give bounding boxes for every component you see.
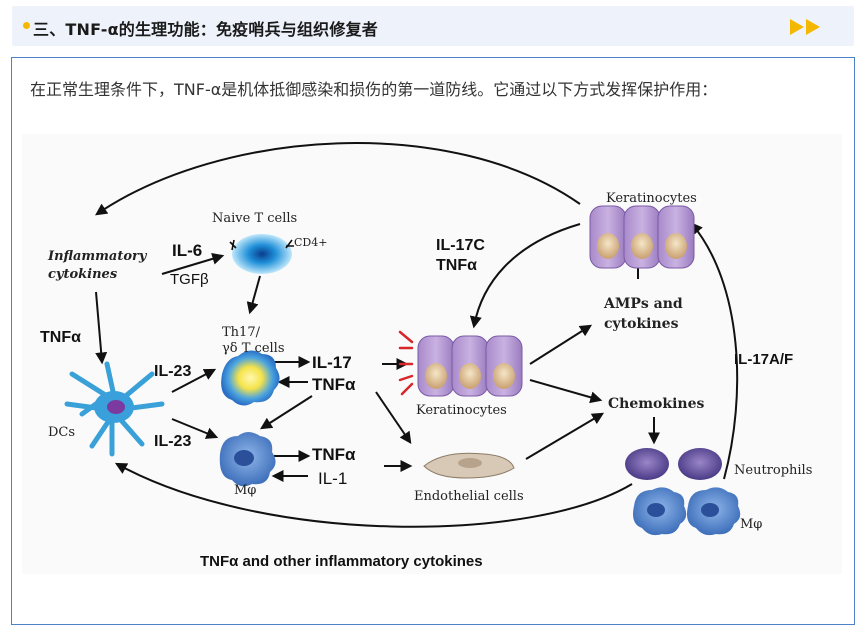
tnf-pathway-diagram: Naive T cells CD4+ Inflammatory cytokine… — [22, 134, 842, 574]
feedback-arrow-top — [95, 142, 581, 216]
tnfa-low-label: TNFα — [312, 445, 356, 464]
il17af-arrow — [690, 222, 739, 480]
dcs-label: DCs — [48, 425, 75, 440]
bullet-dot-icon — [23, 22, 30, 29]
endothelial-cell — [423, 452, 515, 479]
tnfa-left-label: TNFα — [40, 329, 81, 346]
th17-label-1: Th17/ — [222, 325, 261, 340]
il17-label: IL-17 — [312, 353, 352, 372]
il6-label: IL-6 — [172, 241, 202, 260]
neutrophils-label: Neutrophils — [734, 463, 812, 478]
keratinocytes-top — [589, 205, 695, 269]
naive-t-cell — [229, 234, 294, 274]
double-play-icon[interactable] — [788, 17, 824, 37]
il1-label: IL-1 — [318, 469, 347, 488]
bottom-caption: TNFα and other inflammatory cytokines — [200, 553, 483, 570]
inflammatory-label-1: Inflammatory — [47, 249, 148, 264]
feedback-arrow-bottom — [114, 462, 633, 528]
cd4-label: CD4+ — [294, 236, 327, 249]
amps-label-2: cytokines — [604, 316, 679, 332]
keratinocytes-top-label: Keratinocytes — [606, 191, 697, 206]
neutrophils — [625, 448, 722, 480]
il17c-label: IL-17C — [436, 237, 485, 254]
tnfa-mid-label: TNFα — [312, 375, 356, 394]
amps-label-1: AMPs and — [603, 296, 683, 312]
dendritic-cell — [64, 361, 165, 457]
macrophage-left — [219, 432, 276, 487]
keratinocytes-mid-label: Keratinocytes — [416, 403, 507, 418]
tgfb-label: TGFβ — [170, 271, 209, 288]
section-header: 三、TNF-α的生理功能：免疫哨兵与组织修复者 — [12, 6, 854, 46]
endothelial-label: Endothelial cells — [414, 489, 524, 504]
il17af-label: IL-17A/F — [734, 351, 793, 368]
macrophage-right — [633, 487, 741, 536]
inflammatory-label-2: cytokines — [48, 267, 118, 282]
keratinocytes-middle — [398, 330, 523, 397]
th17-cell — [221, 350, 280, 406]
il23-bottom-label: IL-23 — [154, 433, 191, 450]
mphi-right-label: Mφ — [740, 517, 762, 532]
section-title: 三、TNF-α的生理功能：免疫哨兵与组织修复者 — [33, 20, 378, 39]
chemokines-label: Chemokines — [608, 396, 704, 412]
tnfa-kc-label: TNFα — [436, 257, 477, 274]
th17-label-2: γδ T cells — [222, 341, 285, 356]
il23-top-label: IL-23 — [154, 363, 191, 380]
mphi-left-label: Mφ — [234, 483, 256, 498]
naive-t-label: Naive T cells — [212, 211, 297, 226]
intro-paragraph: 在正常生理条件下，TNF-α是机体抵御感染和损伤的第一道防线。它通过以下方式发挥… — [30, 80, 718, 99]
il17c-arrow — [469, 223, 581, 329]
